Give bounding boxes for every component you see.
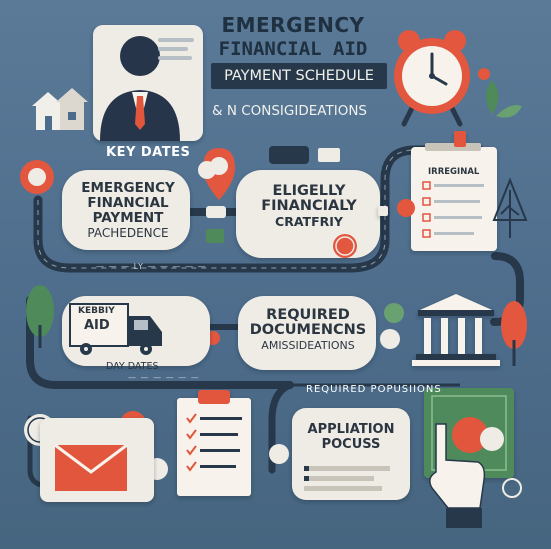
- title-banner: [211, 63, 387, 89]
- emergency-line-3: PAYMENT: [92, 210, 164, 226]
- plant-icon: [478, 68, 522, 118]
- person-icon: [93, 25, 203, 141]
- tree-icon-left: [26, 285, 54, 348]
- truck-label-small: KEBBIY: [78, 306, 115, 316]
- eligibility-line-2: FINANCIALY: [261, 198, 357, 214]
- title-line-3: PAYMENT SCHEDULE: [224, 68, 374, 84]
- pointing-hand-icon: [429, 423, 522, 528]
- documents-line-1: REQUIRED: [266, 307, 350, 323]
- application-line-1: APPLIATION: [307, 422, 395, 437]
- eligibility-line-1: ELIGELLY: [272, 183, 346, 199]
- documents-card: [238, 296, 376, 370]
- documents-line-2: DOCUMENCNS: [249, 322, 367, 338]
- road-connector: [206, 146, 340, 243]
- eligibility-card-text: ELIGELLY FINANCIALY CRATFRIY: [248, 183, 370, 230]
- emergency-card: [62, 170, 190, 250]
- title-line-4: & N CONSIGIDEATIONS: [212, 103, 367, 119]
- emergency-card-text: EMERGENCY FINANCIAL PAYMENT PACHEDENCE: [72, 181, 184, 241]
- key-dates-label: KEY DATES: [106, 145, 191, 160]
- application-card-text: APPLIATION POCUSS: [296, 422, 406, 452]
- documents-card-text: REQUIRED DOCUMENCNS AMISSIDEATIONS: [246, 308, 370, 353]
- emergency-line-4: PACHEDENCE: [87, 226, 169, 240]
- tree-icon: [492, 177, 528, 238]
- envelope-icon: [40, 418, 154, 502]
- bank-icon: [412, 294, 500, 366]
- clipboard-stamp: IRREGINAL: [428, 167, 480, 177]
- eligibility-line-3: CRATFRIY: [275, 214, 343, 229]
- location-pin-icon: [20, 148, 235, 200]
- application-line-2: POCUSS: [321, 437, 381, 452]
- money-bill-icon: [424, 388, 514, 478]
- road-label: REQUIRED POPUSIIONS: [306, 384, 442, 395]
- application-card: [292, 408, 410, 500]
- tree-icon-orange: [501, 301, 527, 366]
- clipboard-checklist-icon: [378, 131, 497, 251]
- documents-line-3: AMISSIDEATIONS: [261, 339, 355, 352]
- emergency-line-2: FINANCIAL: [87, 195, 169, 211]
- clipboard-checklist-icon-2: [177, 390, 251, 496]
- title-line-2: FINANCIAL AID: [218, 38, 368, 60]
- road-marker-1: — — — LY — — — — —: [96, 262, 207, 271]
- road-marker-2: — — — — — —: [128, 373, 200, 382]
- truck-caption: DAY DATES: [106, 361, 159, 372]
- truck-icon: [62, 296, 210, 366]
- alarm-clock-icon: [394, 30, 470, 127]
- title-line-1: EMERGENCY: [221, 13, 365, 37]
- house-icon: [32, 88, 88, 130]
- emergency-line-1: EMERGENCY: [81, 180, 175, 196]
- truck-label-big: AID: [84, 318, 110, 333]
